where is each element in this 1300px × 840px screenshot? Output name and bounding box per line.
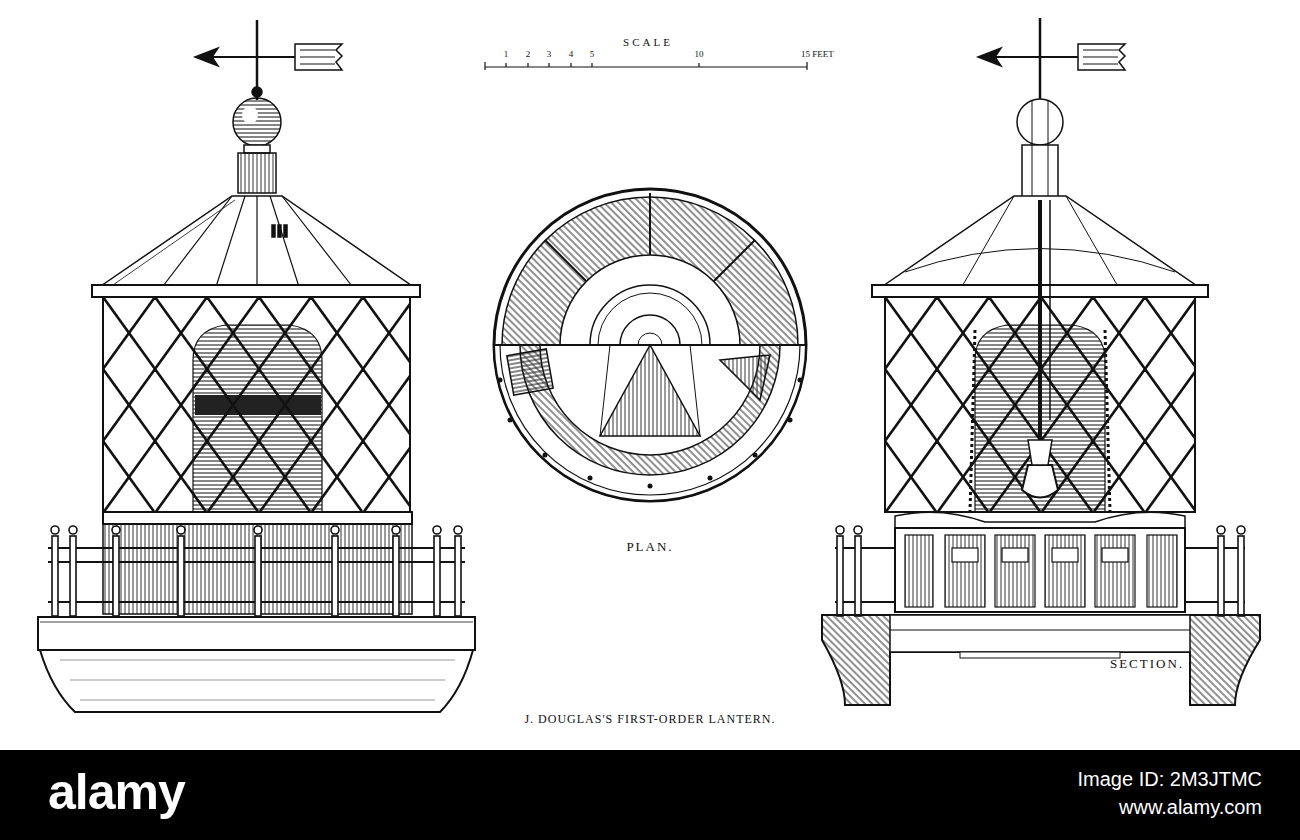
lantern-plan: [494, 189, 806, 501]
view-label: PLAN.: [626, 540, 673, 555]
scale-bar: [485, 62, 807, 70]
watermark-band: [0, 750, 1300, 840]
watermark-url: www.alamy.com: [1119, 796, 1262, 819]
figure-caption: J. DOUGLAS'S FIRST-ORDER LANTERN.: [524, 713, 775, 727]
scale-unit: 15 FEET: [801, 49, 834, 59]
watermark-logo: alamy: [48, 764, 185, 822]
view-label: SECTION.: [1110, 657, 1184, 672]
scale-number: 2: [526, 49, 531, 59]
scale-number: 3: [547, 49, 552, 59]
scale-number: 4: [569, 49, 574, 59]
lantern-elevation: [38, 20, 475, 712]
scale-number: 5: [590, 49, 595, 59]
scale-title: SCALE: [623, 36, 673, 49]
scale-number: 1: [504, 49, 509, 59]
lantern-section: [822, 18, 1260, 705]
scale-number: 10: [695, 49, 704, 59]
watermark-id: Image ID: 2M3JTMC: [1078, 768, 1262, 791]
